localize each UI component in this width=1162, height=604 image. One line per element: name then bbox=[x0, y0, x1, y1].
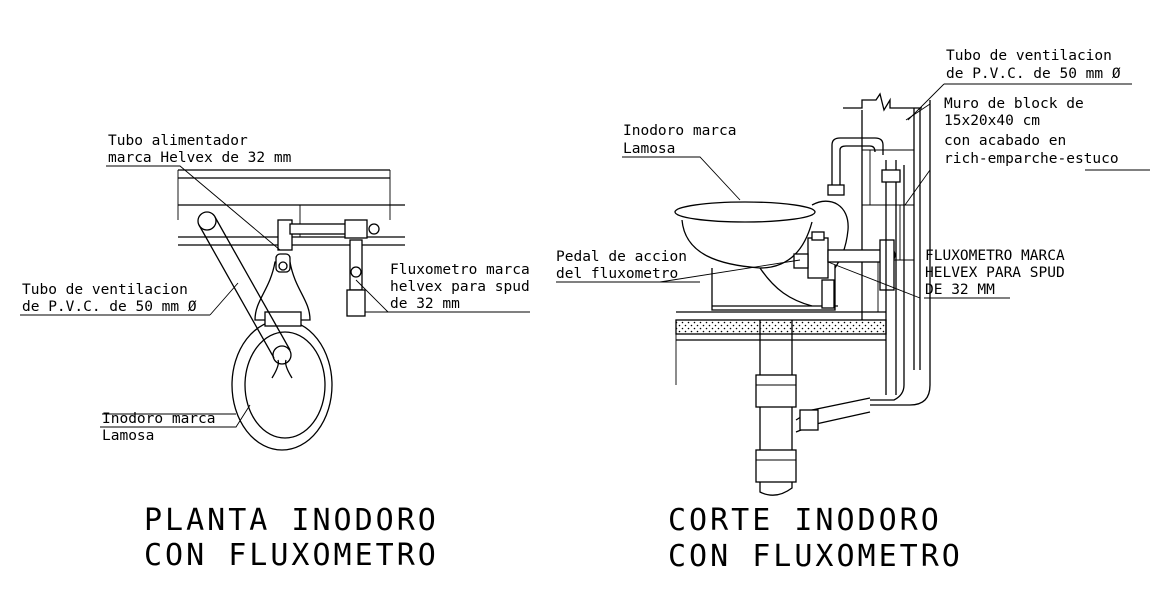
section-vent-pipe bbox=[827, 100, 931, 406]
plan-flush-label-line2: helvex para spud bbox=[390, 279, 530, 295]
section-flush-valve bbox=[793, 231, 896, 309]
plan-toilet bbox=[231, 253, 333, 451]
plan-flush-label-line3: de 32 mm bbox=[390, 296, 460, 312]
section-view: Tubo de ventilacion de P.V.C. de 50 mm Ø… bbox=[556, 48, 1150, 574]
plan-leaders bbox=[20, 165, 530, 428]
section-pedal-label-line1: Pedal de accion bbox=[556, 249, 687, 265]
plan-vent-pipe bbox=[197, 211, 291, 359]
section-toilet-label-line2: Lamosa bbox=[623, 141, 675, 157]
section-drain bbox=[755, 320, 871, 496]
section-wall-label-line4: rich-emparche-estuco bbox=[944, 151, 1119, 167]
plan-supply-label-line2: marca Helvex de 32 mm bbox=[108, 150, 292, 166]
section-wall-label-line2: 15x20x40 cm bbox=[944, 113, 1040, 129]
plan-toilet-label-line2: Lamosa bbox=[102, 428, 154, 444]
section-flush-label-line3: DE 32 MM bbox=[925, 282, 995, 298]
plan-title-line1: PLANTA INODORO bbox=[144, 503, 439, 538]
section-title-line2: CON FLUXOMETRO bbox=[668, 539, 963, 574]
plan-supply-pipe bbox=[277, 219, 380, 317]
section-wall-label-line3: con acabado en bbox=[944, 133, 1066, 149]
section-toilet-label-line1: Inodoro marca bbox=[623, 123, 737, 139]
plan-title-line2: CON FLUXOMETRO bbox=[144, 538, 439, 573]
plan-vent-label-line1: Tubo de ventilacion bbox=[22, 282, 188, 298]
plan-vent-label-line2: de P.V.C. de 50 mm Ø bbox=[22, 299, 197, 315]
section-flush-label-line1: FLUXOMETRO MARCA bbox=[925, 248, 1065, 264]
section-wall-label-line1: Muro de block de bbox=[944, 96, 1084, 112]
section-floor bbox=[675, 311, 887, 385]
section-toilet bbox=[674, 200, 849, 311]
section-pedal-label-line2: del fluxometro bbox=[556, 266, 678, 282]
plan-flush-label-line1: Fluxometro marca bbox=[390, 262, 530, 278]
section-title-line1: CORTE INODORO bbox=[668, 503, 942, 538]
plan-toilet-label-line1: Inodoro marca bbox=[102, 411, 216, 427]
section-vent-label-line2: de P.V.C. de 50 mm Ø bbox=[946, 66, 1121, 82]
section-wall bbox=[843, 92, 922, 370]
section-vent-label-line1: Tubo de ventilacion bbox=[946, 48, 1112, 64]
plan-view: Tubo alimentador marca Helvex de 32 mm T… bbox=[20, 133, 530, 573]
plan-supply-label-line1: Tubo alimentador bbox=[108, 133, 248, 149]
section-flush-label-line2: HELVEX PARA SPUD bbox=[925, 265, 1065, 281]
section-leaders bbox=[556, 83, 1150, 299]
